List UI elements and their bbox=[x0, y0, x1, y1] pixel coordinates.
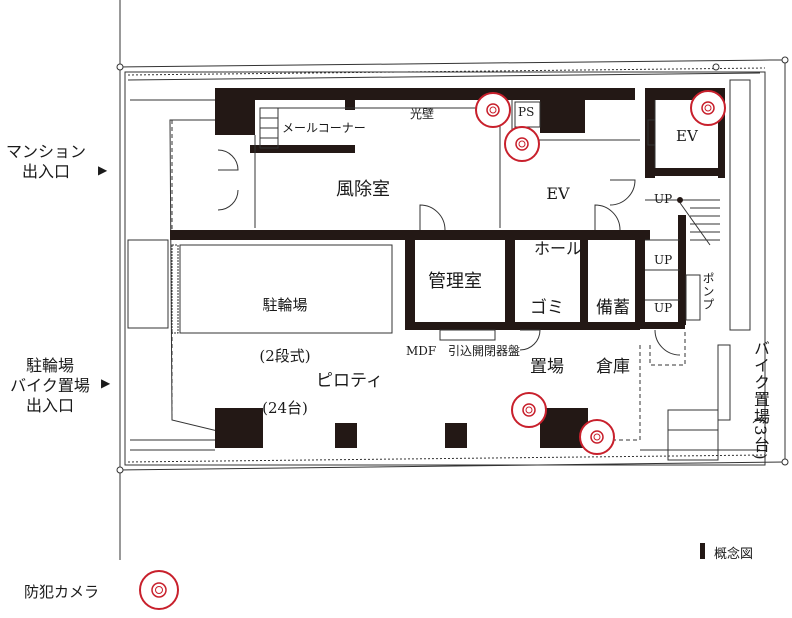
camera-icon bbox=[690, 90, 726, 126]
camera-icon bbox=[475, 92, 511, 128]
ev-label: EV bbox=[676, 127, 698, 145]
storage-label: 備蓄 倉庫 bbox=[590, 260, 636, 397]
mail-corner-label: メールコーナー bbox=[282, 121, 366, 135]
bicycle-parking-line2: (2段式) bbox=[259, 347, 311, 366]
mdf-label: MDF bbox=[406, 344, 437, 358]
site-boundary bbox=[119, 0, 786, 560]
concept-note: 概念図 bbox=[714, 547, 754, 562]
bicycle-parking-line3: (24台) bbox=[262, 399, 308, 417]
doors bbox=[217, 149, 681, 356]
up-label-2: UP bbox=[654, 253, 673, 267]
up-label-3: UP bbox=[654, 301, 673, 315]
storage-line2: 倉庫 bbox=[596, 356, 630, 377]
bicycle-parking-label: 駐輪場 (2段式) (24台) bbox=[240, 262, 330, 435]
parking-entrance-label: 駐輪場 バイク置場 出入口 bbox=[0, 356, 100, 416]
building-outline bbox=[124, 71, 766, 466]
pump-label: ポンプ bbox=[701, 272, 715, 311]
mansion-entrance-line1: マンション bbox=[5, 142, 86, 161]
arrow-right-icon: ▶ bbox=[98, 163, 108, 177]
parking-entrance-line1: 駐輪場 bbox=[25, 356, 74, 375]
parking-entrance-line2: バイク置場 bbox=[10, 376, 90, 395]
garbage-line2: 置場 bbox=[530, 356, 564, 377]
pump-node bbox=[677, 197, 683, 203]
arrow-right-icon: ▶ bbox=[101, 376, 111, 390]
camera-legend-label: 防犯カメラ bbox=[24, 583, 100, 601]
piloti-label: ピロティ bbox=[316, 371, 383, 391]
mansion-entrance-label: マンション 出入口 bbox=[0, 142, 92, 182]
ev-hall-label: EV ホール bbox=[528, 148, 588, 277]
mansion-entrance-line2: 出入口 bbox=[21, 162, 70, 181]
ev-hall-line2: ホール bbox=[533, 238, 582, 258]
garbage-line1: ゴミ bbox=[530, 298, 564, 319]
bike-parking-vertical-label: バイク置場 bbox=[751, 340, 770, 425]
garbage-area-label: ゴミ 置場 bbox=[524, 260, 570, 397]
bicycle-parking-line1: 駐輪場 bbox=[262, 295, 308, 314]
camera-icon bbox=[511, 392, 547, 428]
light-wall-label: 光壁 bbox=[410, 107, 435, 121]
ev-hall-line1: EV bbox=[546, 183, 570, 203]
ps-label: PS bbox=[518, 105, 535, 119]
up-label-1: UP bbox=[654, 192, 673, 206]
storage-line1: 備蓄 bbox=[596, 298, 630, 319]
bike-parking-count-label: (3台) bbox=[751, 418, 770, 461]
parking-entrance-line3: 出入口 bbox=[25, 396, 74, 415]
walls bbox=[170, 88, 725, 448]
switchboard-label: 引込開閉器盤 bbox=[448, 344, 521, 358]
boundary-nodes bbox=[116, 56, 789, 474]
stairs bbox=[677, 199, 720, 246]
concept-marker-icon bbox=[700, 543, 705, 559]
camera-icon bbox=[504, 126, 540, 162]
management-room-label: 管理室 bbox=[428, 271, 482, 292]
camera-icon bbox=[579, 419, 615, 455]
windbreak-label: 風除室 bbox=[336, 179, 390, 200]
camera-icon bbox=[139, 570, 179, 610]
